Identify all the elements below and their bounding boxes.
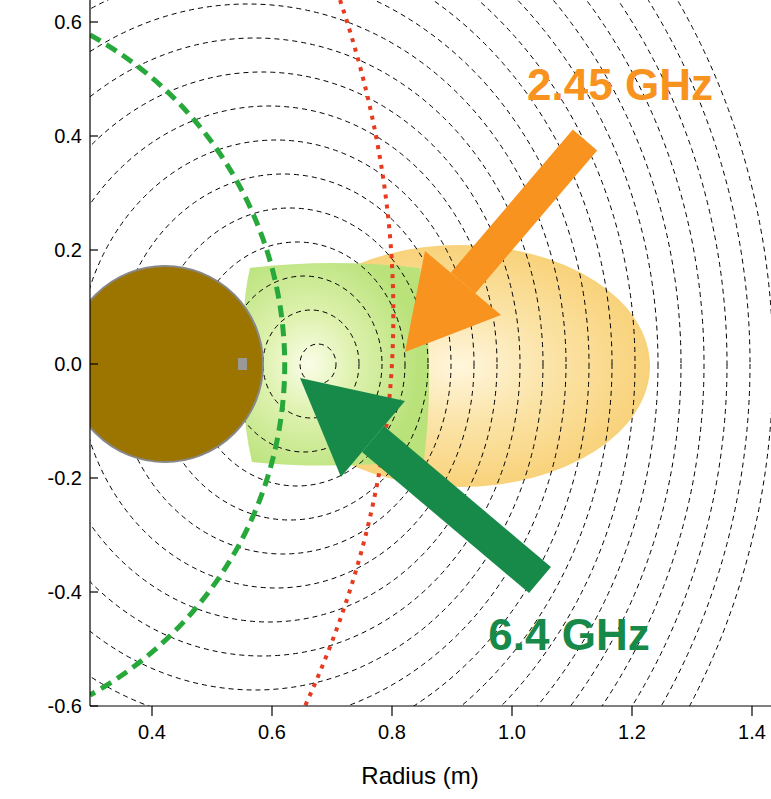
axis-tick-label: 1.2	[618, 722, 646, 742]
frequency-label: 6.4 GHz	[488, 613, 649, 657]
axis-tick-label: 1.4	[738, 722, 766, 742]
axis-tick-label: -0.2	[48, 468, 82, 488]
axis-tick-label: 0.6	[54, 12, 82, 32]
axis-tick-label: -0.6	[48, 696, 82, 716]
resonance-2-45	[305, 0, 393, 706]
axis-title: Radius (m)	[361, 764, 478, 788]
center-post	[90, 266, 263, 462]
axis-tick-label: 0.4	[138, 722, 166, 742]
probe-nub	[238, 358, 247, 370]
flux-surfaces	[90, 0, 771, 706]
axis-tick-label: 0.0	[54, 354, 82, 374]
axis-tick-label: 0.8	[378, 722, 406, 742]
axis-tick-label: 1.0	[498, 722, 526, 742]
axis-tick-label: 0.2	[54, 240, 82, 260]
axis-tick-label: 0.4	[54, 126, 82, 146]
axes	[90, 0, 771, 716]
axis-tick-label: -0.4	[48, 582, 82, 602]
axis-tick-label: 0.6	[258, 722, 286, 742]
frequency-label: 2.45 GHz	[527, 63, 713, 107]
arrow-2-45	[405, 140, 585, 352]
arrow-6-4	[300, 378, 540, 580]
